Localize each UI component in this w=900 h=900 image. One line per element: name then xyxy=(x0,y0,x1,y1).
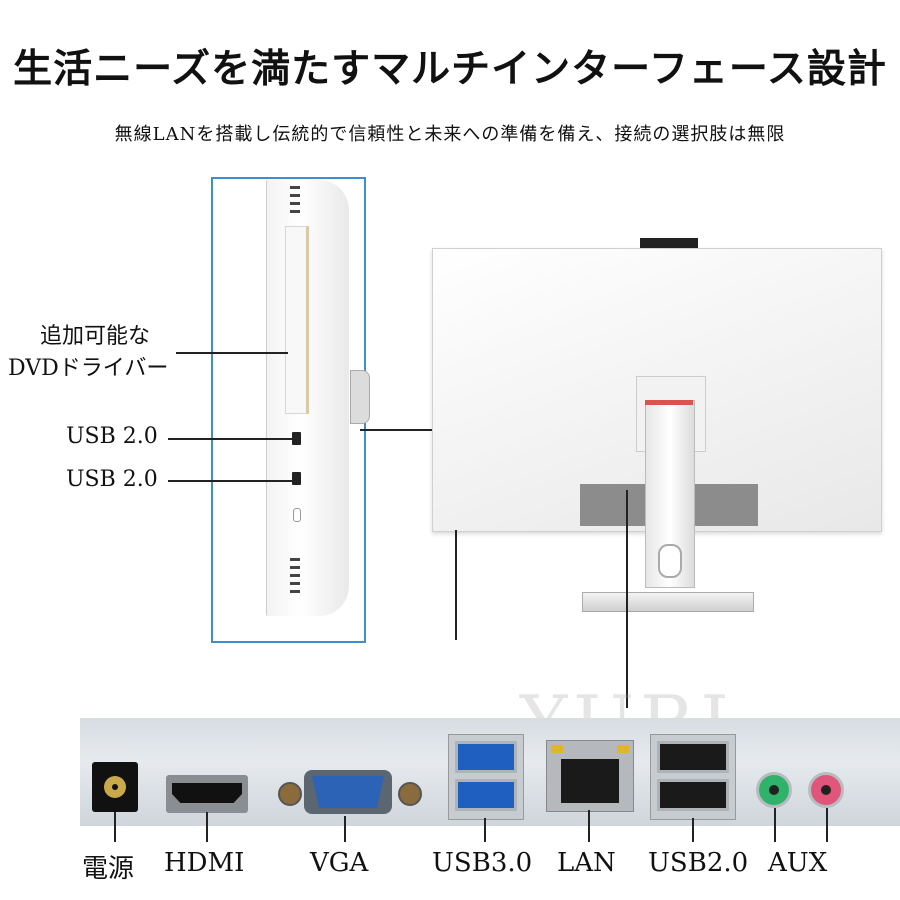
page-title: 生活ニーズを満たすマルチインターフェース設計 xyxy=(13,47,887,92)
usb-callout-line-2 xyxy=(168,480,292,482)
dvd-drive-slot xyxy=(285,226,309,414)
usb-callout-1: USB 2.0 xyxy=(66,424,158,449)
pointer-line-left xyxy=(455,530,457,640)
usb-callout-line-1 xyxy=(168,438,292,440)
vent-slot xyxy=(290,590,300,593)
port-pointer xyxy=(826,808,828,842)
port-label-hdmi: HDMI xyxy=(164,848,245,878)
hdmi-port-icon xyxy=(166,775,248,813)
stand-hinge xyxy=(350,370,370,424)
vent-slot xyxy=(290,186,300,189)
port-label-lan: LAN xyxy=(557,848,616,878)
vent-slot xyxy=(290,202,300,205)
port-pointer xyxy=(588,810,590,842)
vent-slot xyxy=(290,194,300,197)
vent-slot xyxy=(290,558,300,561)
page-subtitle: 無線LANを搭載し伝統的で信頼性と未来への準備を備え、接続の選択肢は無限 xyxy=(114,124,786,145)
audio-out-icon xyxy=(756,772,792,808)
usb-callout-2: USB 2.0 xyxy=(66,467,158,492)
port-pointer xyxy=(484,818,486,842)
vent-slot xyxy=(290,566,300,569)
vent-slot xyxy=(290,574,300,577)
port-pointer xyxy=(114,812,116,842)
port-pointer xyxy=(344,816,346,842)
lan-port-icon xyxy=(546,740,634,812)
power-jack-icon xyxy=(92,762,138,812)
port-label-usb2: USB2.0 xyxy=(648,848,749,878)
connector-line xyxy=(360,429,432,431)
stand-accent xyxy=(645,400,693,405)
vent-slot xyxy=(290,582,300,585)
dvd-callout-line2: DVDドライバー xyxy=(8,356,169,381)
cable-hole xyxy=(658,544,682,578)
vga-port-icon xyxy=(278,768,422,816)
port-pointer xyxy=(692,818,694,842)
vent-slot xyxy=(290,210,300,213)
port-label-usb3: USB3.0 xyxy=(432,848,533,878)
usb2-port-icon xyxy=(650,734,736,820)
side-usb-port-2 xyxy=(292,472,301,485)
port-label-power: 電源 xyxy=(82,854,135,884)
side-usb-port-1 xyxy=(292,432,301,445)
dvd-callout-line xyxy=(176,352,288,354)
power-led-icon xyxy=(293,508,301,522)
stand-base xyxy=(582,592,754,612)
port-pointer xyxy=(774,808,776,842)
usb3-port-icon xyxy=(448,734,524,820)
port-label-aux: AUX xyxy=(768,848,828,878)
port-pointer xyxy=(206,812,208,842)
port-label-vga: VGA xyxy=(310,848,369,878)
dvd-callout-line1: 追加可能な xyxy=(40,324,151,349)
mic-in-icon xyxy=(808,772,844,808)
pointer-line-right xyxy=(626,490,628,708)
